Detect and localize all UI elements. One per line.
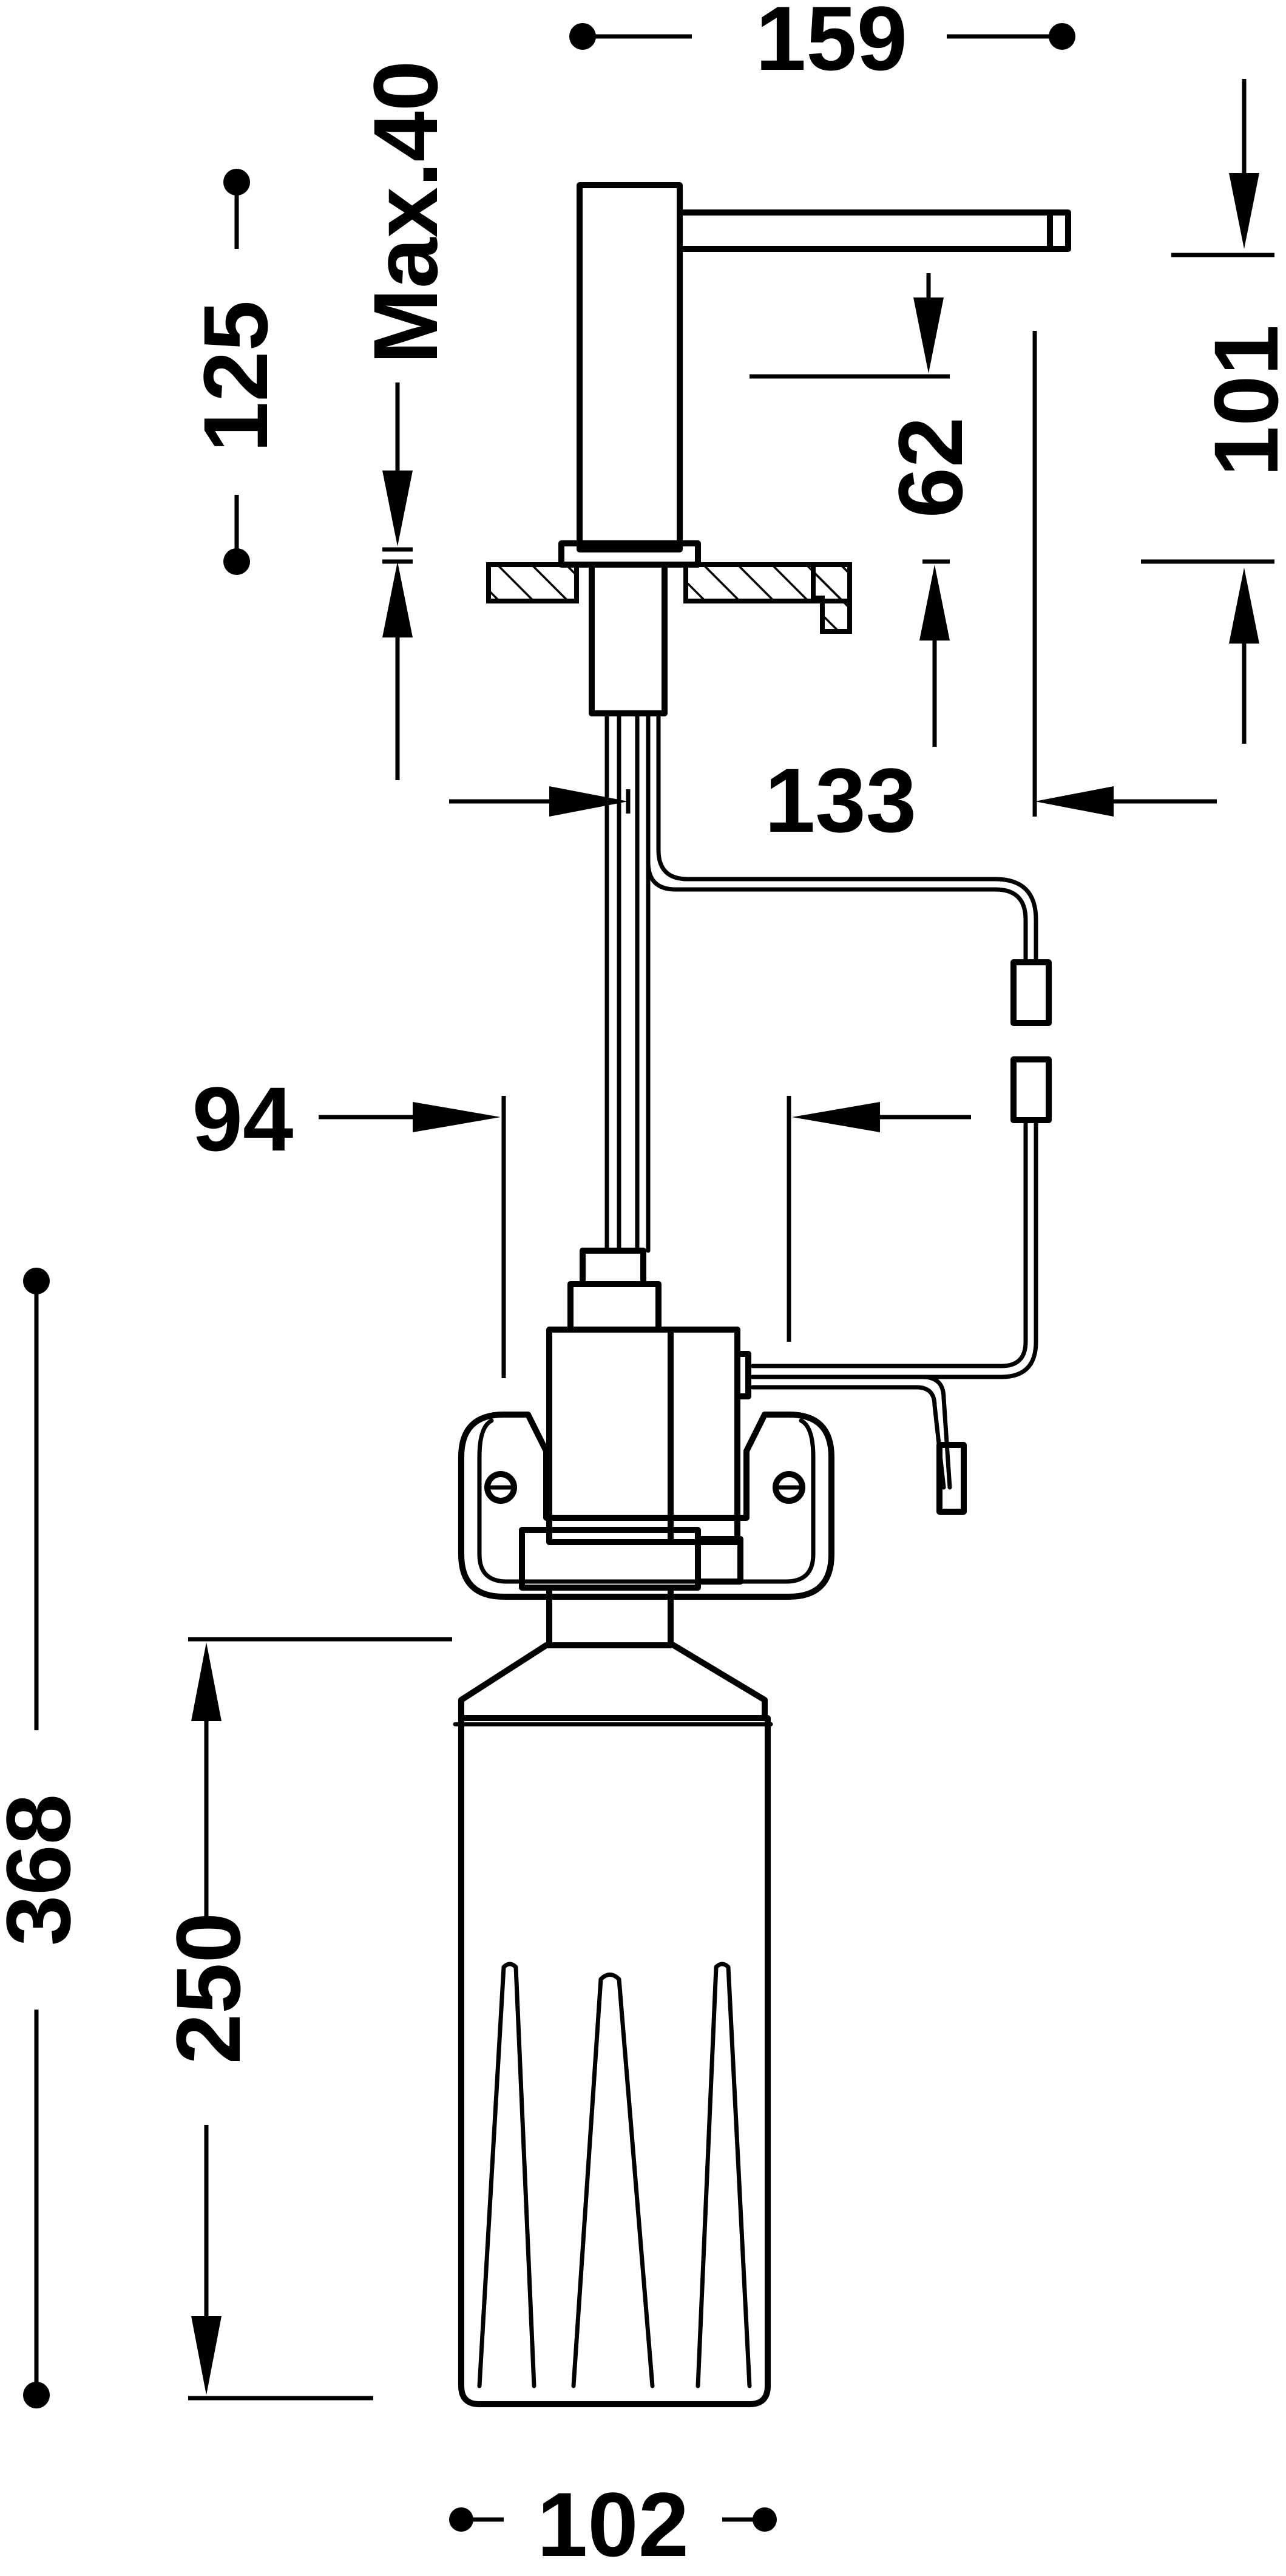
soap-bottle <box>453 1585 773 2407</box>
dim-label-368: 368 <box>0 1794 89 1946</box>
dim-label-max40: Max.40 <box>354 61 456 364</box>
dim-label-101: 101 <box>1195 325 1286 477</box>
dim-max40: Max.40 <box>354 61 456 780</box>
dim-62: 62 <box>750 273 981 747</box>
dim-label-133: 133 <box>765 749 916 851</box>
dim-101: 101 <box>1141 79 1286 744</box>
dim-label-102: 102 <box>537 2473 689 2575</box>
dim-250: 250 <box>157 1637 452 2401</box>
dim-label-62: 62 <box>879 417 981 518</box>
dim-label-94: 94 <box>192 1068 294 1170</box>
dim-102: 102 <box>449 2473 777 2575</box>
dim-label-125: 125 <box>184 301 286 452</box>
sensor-cable <box>646 711 1052 1379</box>
dim-label-250: 250 <box>157 1912 259 2064</box>
dim-133: 133 <box>449 331 1217 851</box>
mounting-bracket <box>458 1412 834 1600</box>
countertop-section <box>486 562 852 634</box>
dim-125: 125 <box>184 169 286 575</box>
shank <box>589 562 668 1253</box>
dim-368: 368 <box>0 1268 89 2408</box>
dispenser-head <box>558 182 1071 568</box>
dim-94: 94 <box>192 1068 971 1378</box>
pump-unit <box>546 1248 967 1545</box>
dim-159: 159 <box>569 0 1075 89</box>
dim-label-159: 159 <box>756 0 907 89</box>
